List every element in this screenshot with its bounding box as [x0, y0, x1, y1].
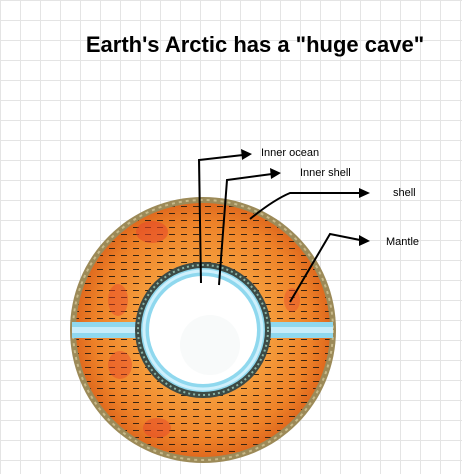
arrowhead-shell: [359, 188, 370, 198]
arrowhead-inner-shell: [270, 168, 281, 179]
label-inner-shell: Inner shell: [300, 167, 351, 179]
label-mantle: Mantle: [386, 236, 420, 248]
pointer-shell: [249, 191, 360, 220]
label-shell: shell: [393, 187, 416, 199]
pointer-inner-ocean: [197, 154, 244, 284]
pointer-mantle: [289, 232, 361, 303]
arrowhead-mantle: [359, 235, 370, 246]
arrowhead-inner-ocean: [241, 149, 252, 160]
label-inner-ocean: Inner ocean: [261, 147, 320, 159]
pointer-inner-shell: [218, 173, 273, 286]
page-title: Earth's Arctic has a "huge cave": [85, 32, 425, 57]
mantle-hot-spots: [108, 221, 300, 438]
